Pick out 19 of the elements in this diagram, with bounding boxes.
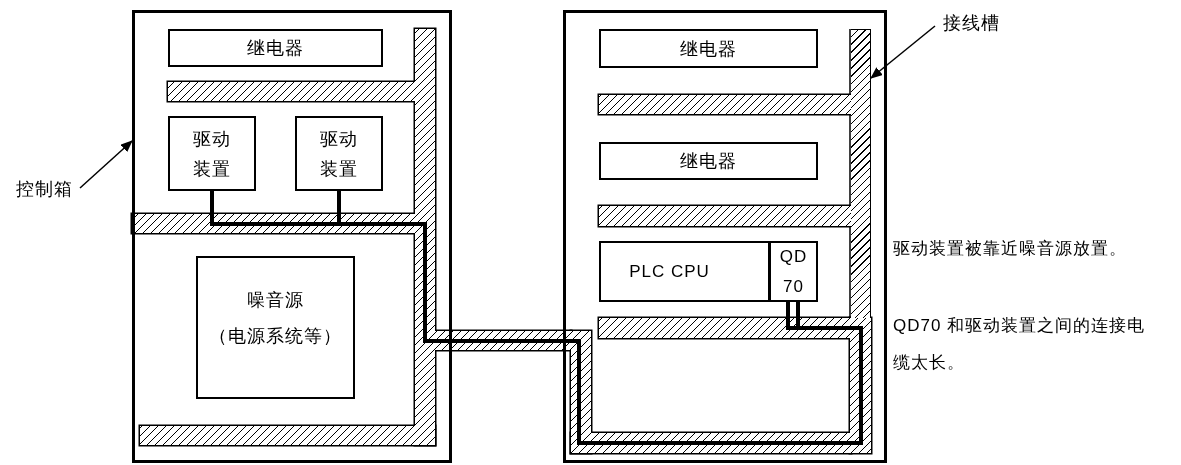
relay-box: 继电器 xyxy=(599,142,818,180)
cabinet-box xyxy=(563,10,887,463)
callout-label: 控制箱 xyxy=(8,174,80,204)
drive-unit-box: 驱动装置 xyxy=(295,116,383,191)
noise-source-box xyxy=(196,256,355,399)
wiring-duct xyxy=(851,29,871,318)
leader-line xyxy=(870,25,936,79)
cabinet-box xyxy=(132,10,452,463)
callout-label: 接线槽 xyxy=(935,8,1007,38)
note-text: 驱动装置被靠近噪音源放置。 xyxy=(893,238,1128,260)
relay-box: 继电器 xyxy=(168,29,383,67)
note-text: QD70 和驱动装置之间的连接电缆太长。 xyxy=(893,315,1147,374)
module-box: QD70 xyxy=(769,241,818,302)
leader-line xyxy=(79,140,133,189)
plc-cpu-box: PLC CPU xyxy=(599,241,770,302)
relay-box: 继电器 xyxy=(599,29,818,68)
box-heading: 噪音源 xyxy=(247,289,304,312)
box-subtext: （电源系统等） xyxy=(209,325,342,348)
drive-unit-box: 驱动装置 xyxy=(168,116,256,191)
